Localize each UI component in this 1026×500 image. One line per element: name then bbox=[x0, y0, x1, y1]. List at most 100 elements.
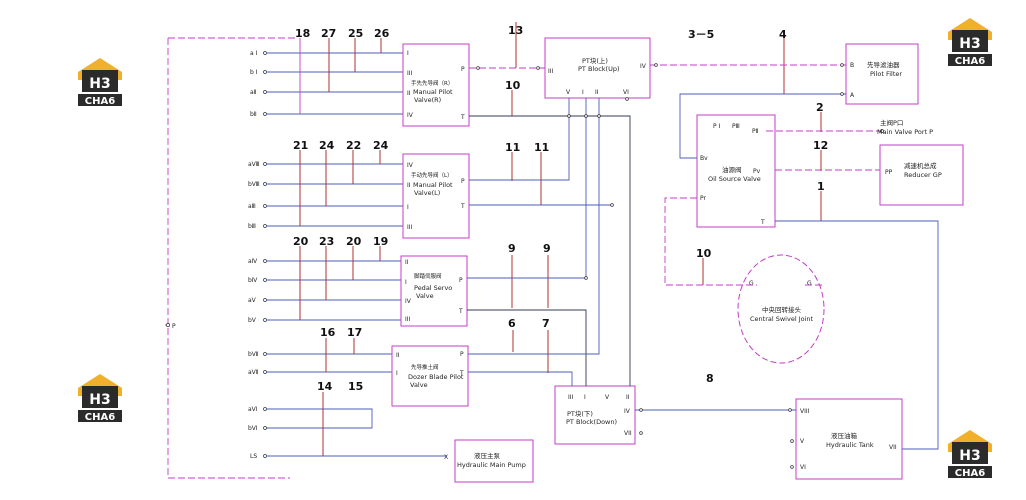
port-label: T bbox=[458, 308, 463, 315]
input-a8: aⅧ bbox=[248, 161, 260, 168]
p-supply-label: P bbox=[172, 323, 176, 330]
manual-pilot-valve-l: IV II I III P T 手动先导阀（L） Manual Pilot Va… bbox=[402, 153, 470, 239]
interconnect-lines bbox=[467, 63, 939, 469]
hose-number: 16 bbox=[320, 326, 336, 339]
filter-en-name: Pilot Filter bbox=[870, 70, 902, 78]
hose-number: 26 bbox=[374, 27, 390, 40]
input-a1: a Ⅰ bbox=[250, 50, 258, 57]
logo-text: CHA6 bbox=[955, 468, 985, 479]
port-label: VII bbox=[624, 430, 632, 437]
input-a3: aⅢ bbox=[248, 203, 256, 210]
port-label: I bbox=[407, 50, 409, 57]
port-label: IV bbox=[640, 63, 647, 70]
port-label: T bbox=[760, 219, 765, 226]
valve-en-name: Valve bbox=[410, 381, 428, 389]
input-a2: aⅡ bbox=[250, 89, 257, 96]
oil-source-cn-name: 油源阀 bbox=[722, 165, 742, 174]
port-label: VII bbox=[889, 444, 897, 451]
input-lines: a Ⅰ b Ⅰ aⅡ bⅡ aⅧ bⅧ aⅢ bⅢ aⅣ bⅣ aⅤ bbox=[248, 50, 447, 460]
port-label: II bbox=[396, 352, 400, 359]
port-label: B bbox=[850, 62, 854, 69]
port-label: I bbox=[405, 279, 407, 286]
port-label: P bbox=[460, 351, 464, 358]
port-label: T bbox=[460, 203, 465, 210]
hydraulic-tank: VIII V VI VII 液压油箱 Hydraulic Tank bbox=[795, 398, 903, 480]
port-label: A bbox=[850, 92, 855, 99]
port-label: II bbox=[405, 259, 409, 266]
port-label: VI bbox=[800, 464, 806, 471]
port-label: V bbox=[800, 438, 805, 445]
filter-cn-name: 先导滤油器 bbox=[867, 60, 900, 69]
port-label: T bbox=[460, 114, 465, 121]
port-label: II bbox=[595, 89, 599, 96]
port-label: III bbox=[407, 70, 413, 77]
hose-number: 24 bbox=[373, 139, 389, 152]
pt-block-down: III I V II IV VII PT块(下) PT Block(Down) bbox=[554, 385, 636, 445]
input-b3: bⅢ bbox=[248, 223, 256, 230]
hose-number: 13 bbox=[508, 24, 523, 37]
pt-block-en-name: PT Block(Down) bbox=[566, 418, 617, 426]
valve-cn-name: 手先先导阀（R） bbox=[411, 79, 453, 87]
hose-number: 21 bbox=[293, 139, 308, 152]
logo-mark: H3 bbox=[959, 448, 980, 464]
hose-number: 19 bbox=[373, 235, 388, 248]
hose-number: 12 bbox=[813, 139, 828, 152]
hose-number: 7 bbox=[542, 317, 550, 330]
brand-logo-top-right: H3 CHA6 bbox=[948, 18, 992, 67]
input-b5: bⅤ bbox=[248, 317, 257, 324]
pt-block-up: PT块(上) PT Block(Up) III IV V I II VI bbox=[544, 37, 651, 99]
port-label: V bbox=[605, 394, 610, 401]
hose-number: 8 bbox=[706, 372, 714, 385]
port-label: I bbox=[584, 394, 586, 401]
hose-number: 11 bbox=[505, 141, 520, 154]
valve-en-name: Valve bbox=[416, 292, 434, 300]
swivel-en-name: Central Swivel Joint bbox=[750, 315, 814, 323]
port-label: III bbox=[568, 394, 574, 401]
input-ls: LS bbox=[250, 453, 257, 460]
port-label: IV bbox=[407, 162, 414, 169]
port-label: VI bbox=[623, 89, 629, 96]
port-label: IV bbox=[407, 112, 414, 119]
port-label: PP bbox=[885, 169, 893, 176]
hose-number: 4 bbox=[779, 28, 787, 41]
brand-logo-bottom-right: H3 CHA6 bbox=[948, 430, 992, 479]
main-port-en-name: Main Valve Port P bbox=[877, 128, 933, 136]
hose-number: 6 bbox=[508, 317, 516, 330]
port-label: III bbox=[405, 316, 411, 323]
input-a7: aⅦ bbox=[248, 369, 259, 376]
port-label: III bbox=[548, 68, 554, 75]
port-label: X bbox=[444, 454, 448, 461]
port-label: G bbox=[749, 280, 754, 287]
main-valve-port-p: PⅡ 主阀P口 Main Valve Port P bbox=[752, 118, 933, 136]
input-a5: aⅤ bbox=[248, 297, 257, 304]
pilot-supply-loop: P bbox=[165, 37, 298, 479]
port-label: Bv bbox=[700, 155, 708, 162]
hose-number: 20 bbox=[346, 235, 362, 248]
port-label: P bbox=[459, 277, 463, 284]
port-label: PⅡ bbox=[752, 128, 759, 135]
logo-mark: H3 bbox=[959, 36, 980, 52]
hose-number: 22 bbox=[346, 139, 361, 152]
valve-cn-name: 手动先导阀（L） bbox=[411, 171, 453, 179]
hydraulic-main-pump: X 液压主泵 Hydraulic Main Pump bbox=[444, 439, 534, 483]
hose-numbers: 18 27 25 26 13 3－5 4 10 2 21 24 22 24 11… bbox=[293, 24, 828, 393]
pump-cn-name: 液压主泵 bbox=[474, 451, 501, 460]
tank-cn-name: 液压油箱 bbox=[831, 431, 858, 440]
hose-number: 25 bbox=[348, 27, 363, 40]
input-b1: b Ⅰ bbox=[250, 69, 258, 76]
port-label: V bbox=[566, 89, 571, 96]
central-swivel-joint: G G 中央回转接头 Central Swivel Joint bbox=[737, 254, 825, 364]
port-label: Pr bbox=[700, 195, 707, 202]
pt-block-en-name: PT Block(Up) bbox=[578, 65, 620, 73]
dozer-blade-pilot-valve: II I P T 先导推土阀 Dozer Blade Pilot Valve bbox=[391, 345, 469, 407]
hose-number: 9 bbox=[508, 242, 516, 255]
input-b2: bⅡ bbox=[250, 111, 257, 118]
pt-block-cn-name: PT块(下) bbox=[567, 409, 593, 418]
port-label: VIII bbox=[800, 408, 810, 415]
hose-number: 10 bbox=[505, 79, 521, 92]
port-label: I bbox=[396, 370, 398, 377]
port-label: P Ⅰ bbox=[713, 123, 721, 130]
pt-block-cn-name: PT块(上) bbox=[582, 56, 608, 65]
port-label: Pv bbox=[753, 168, 761, 175]
